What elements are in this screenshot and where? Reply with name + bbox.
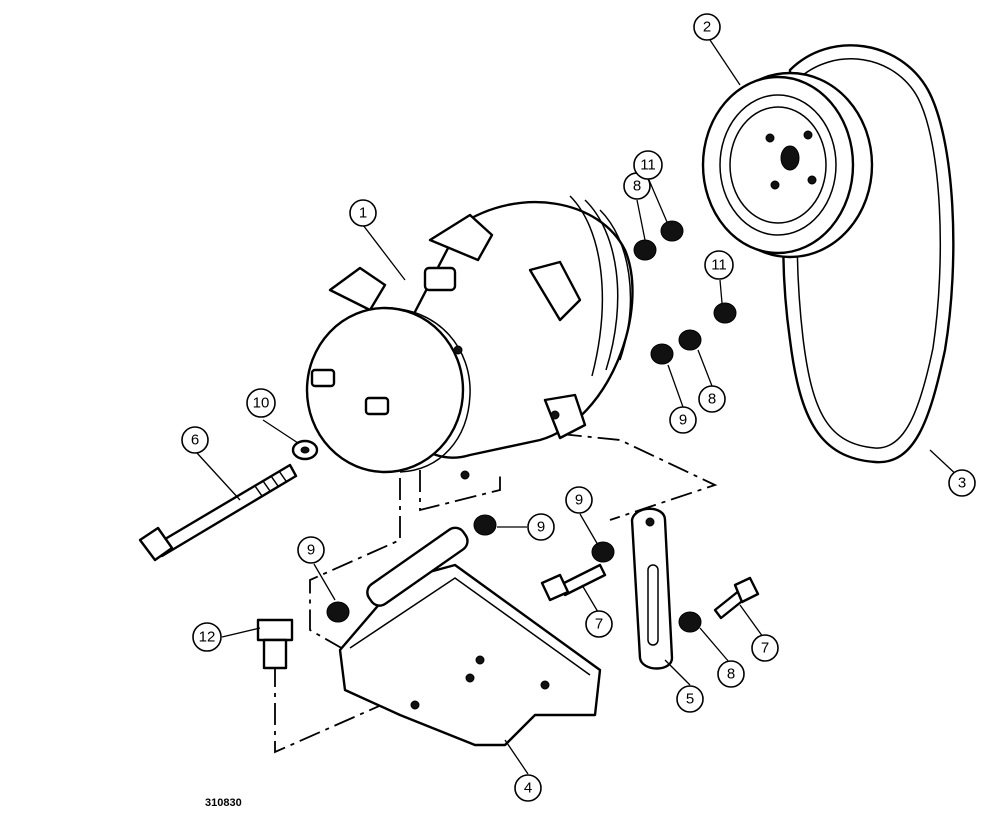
- hardware-upper: [633, 220, 737, 365]
- long-bolt: [138, 463, 298, 562]
- callout-6: 6: [181, 426, 209, 454]
- svg-text:11: 11: [711, 257, 727, 274]
- callout-3: 3: [948, 469, 976, 497]
- callout-8b: 8: [698, 385, 726, 413]
- svg-text:9: 9: [537, 519, 545, 536]
- callout-11b: 11: [704, 250, 734, 280]
- svg-text:9: 9: [679, 412, 687, 429]
- svg-text:8: 8: [727, 666, 735, 683]
- callout-1: 1: [349, 199, 377, 227]
- bolt-12: [256, 618, 294, 670]
- svg-text:12: 12: [199, 629, 216, 646]
- callout-4: 4: [514, 774, 542, 802]
- svg-text:8: 8: [708, 391, 716, 408]
- adjusting-link: [630, 507, 674, 670]
- svg-text:2: 2: [703, 19, 711, 36]
- callout-7a: 7: [585, 610, 613, 638]
- assembly-lines: [274, 429, 718, 754]
- svg-text:11: 11: [640, 157, 656, 174]
- svg-text:7: 7: [595, 616, 603, 633]
- svg-text:9: 9: [575, 492, 583, 509]
- callout-2: 2: [693, 13, 721, 41]
- callout-9c: 9: [565, 486, 593, 514]
- callout-12: 12: [192, 622, 222, 652]
- washer-10: [291, 439, 319, 461]
- svg-text:4: 4: [524, 780, 532, 797]
- callout-11a: 11: [633, 150, 663, 180]
- svg-text:1: 1: [359, 205, 367, 222]
- mounting-bracket: [338, 526, 602, 747]
- callout-10: 10: [246, 388, 276, 418]
- svg-text:5: 5: [686, 691, 694, 708]
- callout-8c: 8: [717, 660, 745, 688]
- short-bolts: [540, 563, 760, 620]
- callout-5: 5: [676, 685, 704, 713]
- svg-text:7: 7: [761, 640, 769, 657]
- svg-text:3: 3: [958, 475, 966, 492]
- callout-7b: 7: [751, 634, 779, 662]
- figure-number: 310830: [205, 797, 242, 809]
- callout-9a: 9: [669, 406, 697, 434]
- compressor: [305, 195, 634, 480]
- callout-9d: 9: [297, 536, 325, 564]
- svg-text:6: 6: [191, 432, 199, 449]
- pulley: [701, 71, 874, 259]
- callout-9b: 9: [527, 513, 555, 541]
- svg-text:8: 8: [633, 178, 641, 195]
- svg-text:9: 9: [307, 542, 315, 559]
- leader-lines: [196, 39, 961, 775]
- svg-text:10: 10: [253, 395, 270, 412]
- hardware-bracket: [326, 514, 702, 633]
